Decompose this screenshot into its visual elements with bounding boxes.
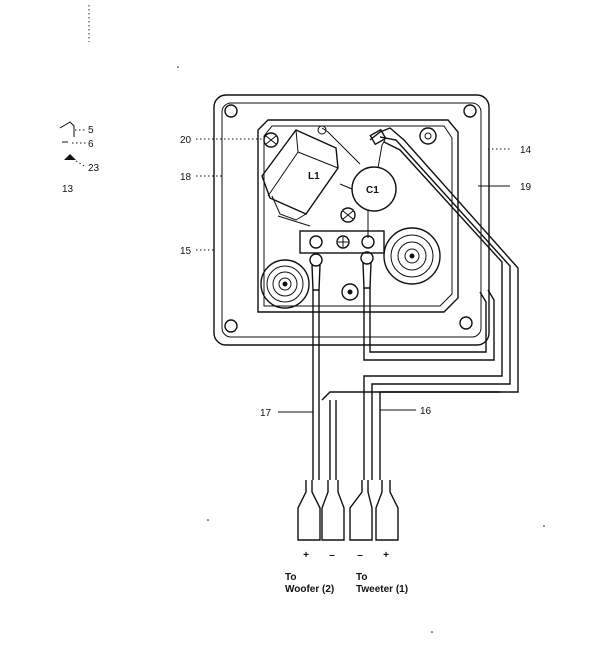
screw-center-bottom [341, 283, 359, 301]
terminal-strip-body [299, 230, 385, 254]
spring-terminal-left [260, 259, 310, 309]
inductor-lead-eyelet [317, 125, 327, 135]
capacitor-c1 [339, 139, 397, 238]
wire-19-inner [371, 136, 511, 480]
screw-hole-top-right-center [424, 132, 432, 140]
spade-connector-4 [375, 480, 399, 541]
polarity-tweeter-minus: – [357, 550, 363, 561]
woofer-to-label: To [285, 572, 296, 583]
tweeter-wire-harness [363, 127, 519, 480]
screw-top-left [263, 132, 279, 148]
plate-outer-edge [213, 94, 490, 346]
capacitor-label: C1 [366, 185, 379, 196]
screw-hole-top-right-icon [419, 127, 437, 145]
woofer-name-label: Woofer (2) [285, 584, 334, 595]
polarity-woofer-minus: – [329, 550, 335, 561]
wire-connector-top [369, 128, 387, 146]
woofer-wire-harness [312, 288, 500, 480]
callout-14: 14 [520, 145, 532, 156]
leader-23 [75, 160, 87, 168]
scan-dot [207, 519, 209, 521]
wire-16-loop-outer [363, 288, 495, 361]
scan-dot [431, 631, 433, 633]
wire-19-outer [369, 127, 519, 480]
polarity-woofer-plus: + [303, 550, 309, 561]
callout-23: 23 [88, 163, 100, 174]
mounting-hole-br-icon [459, 316, 473, 330]
callout-13: 13 [62, 184, 74, 195]
callout-17: 17 [260, 408, 272, 419]
inductor-edge [267, 151, 299, 197]
wire-16-loop-inner [369, 288, 487, 353]
scan-dot [543, 525, 545, 527]
capacitor-lead-top [377, 139, 386, 169]
callout-15: 15 [180, 246, 192, 257]
ring-lug-right [360, 251, 374, 289]
scan-dot [177, 66, 179, 68]
inductor-l1 [261, 125, 361, 227]
part-5-bracket-icon [59, 121, 75, 137]
polarity-tweeter-plus: + [383, 550, 389, 561]
part-23-nut-icon [64, 154, 76, 160]
tweeter-to-label: To [356, 572, 367, 583]
callout-16: 16 [420, 406, 432, 417]
callout-6: 6 [88, 139, 94, 150]
screw-inductor [340, 207, 356, 223]
callout-5: 5 [88, 125, 94, 136]
ring-lug-left [309, 253, 323, 291]
callout-19: 19 [520, 182, 532, 193]
inductor-lead-bottom [271, 195, 307, 221]
callout-18: 18 [180, 172, 192, 183]
mounting-hole-tl-icon [224, 104, 238, 118]
inductor-label: L1 [308, 171, 320, 182]
circuit-board-inner [263, 125, 453, 307]
inductor-lead-top [321, 127, 361, 165]
wire-14-loop [363, 141, 503, 480]
spade-connector-1 [297, 480, 321, 541]
mounting-hole-tr-icon [463, 104, 477, 118]
mounting-plate [213, 94, 490, 346]
terminal-strip [299, 230, 385, 254]
inductor-base [277, 215, 311, 227]
callout-20: 20 [180, 135, 192, 146]
mounting-hole-bl-icon [224, 319, 238, 333]
spade-connector-2 [321, 480, 345, 541]
wire-17-cross [321, 391, 500, 401]
spade-connector-3 [349, 480, 373, 541]
tweeter-name-label: Tweeter (1) [356, 584, 408, 595]
circuit-board-outline [257, 119, 459, 313]
plate-inner-edge [221, 102, 482, 338]
spring-terminal-right [383, 227, 441, 285]
capacitor-lead-left [339, 183, 353, 190]
small-parts-group [59, 121, 87, 168]
inductor-body [261, 129, 339, 215]
